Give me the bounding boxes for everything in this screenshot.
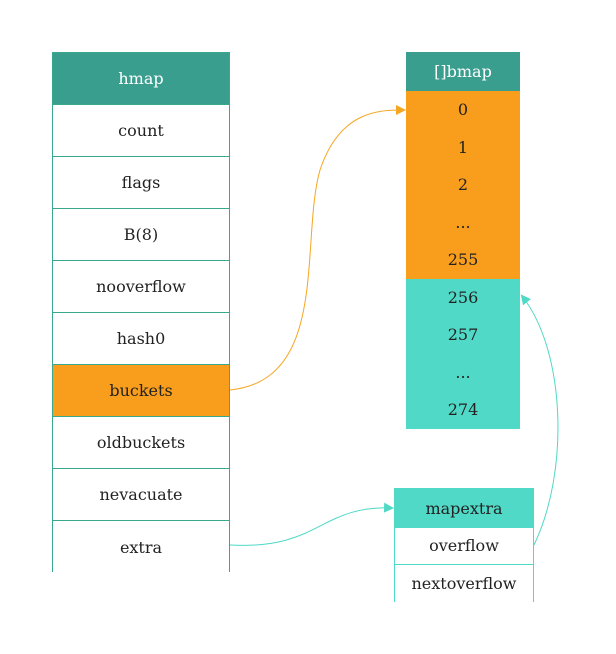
bmap-cell: 2: [406, 166, 520, 204]
hmap-field-count: count: [53, 105, 229, 157]
bmap-cell: 255: [406, 241, 520, 279]
bmap-title: []bmap: [406, 52, 520, 91]
extra-to-mapextra-arrow: [229, 502, 394, 546]
hmap-field-hash0: hash0: [53, 313, 229, 365]
hmap-field-oldbuckets: oldbuckets: [53, 417, 229, 469]
hmap-field-flags: flags: [53, 157, 229, 209]
bmap-overflow-cell: 256: [406, 278, 520, 316]
bmap-cell: 0: [406, 91, 520, 129]
mapextra-title: mapextra: [395, 489, 533, 527]
hmap-field-buckets: buckets: [53, 365, 229, 417]
hmap-field-nooverflow: nooverflow: [53, 261, 229, 313]
mapextra-struct: mapextra overflow nextoverflow: [394, 488, 534, 602]
bmap-overflow-cell: 274: [406, 391, 520, 429]
overflow-to-bmap-arrow: [520, 294, 559, 546]
bmap-cell: ...: [406, 203, 520, 241]
hmap-struct: hmap count flags B(8) nooverflow hash0 b…: [52, 52, 230, 573]
hmap-title: hmap: [53, 53, 229, 105]
bmap-overflow-cell: ...: [406, 353, 520, 391]
bmap-cell: 1: [406, 128, 520, 166]
mapextra-field-nextoverflow: nextoverflow: [395, 564, 533, 602]
bmap-overflow-cell: 257: [406, 316, 520, 354]
mapextra-field-overflow: overflow: [395, 527, 533, 565]
buckets-to-bmap-arrow: [229, 105, 406, 391]
hmap-field-nevacuate: nevacuate: [53, 469, 229, 521]
hmap-field-extra: extra: [53, 521, 229, 573]
bmap-array: []bmap 0 1 2 ... 255 256 257 ... 274: [406, 52, 520, 429]
hmap-field-b: B(8): [53, 209, 229, 261]
